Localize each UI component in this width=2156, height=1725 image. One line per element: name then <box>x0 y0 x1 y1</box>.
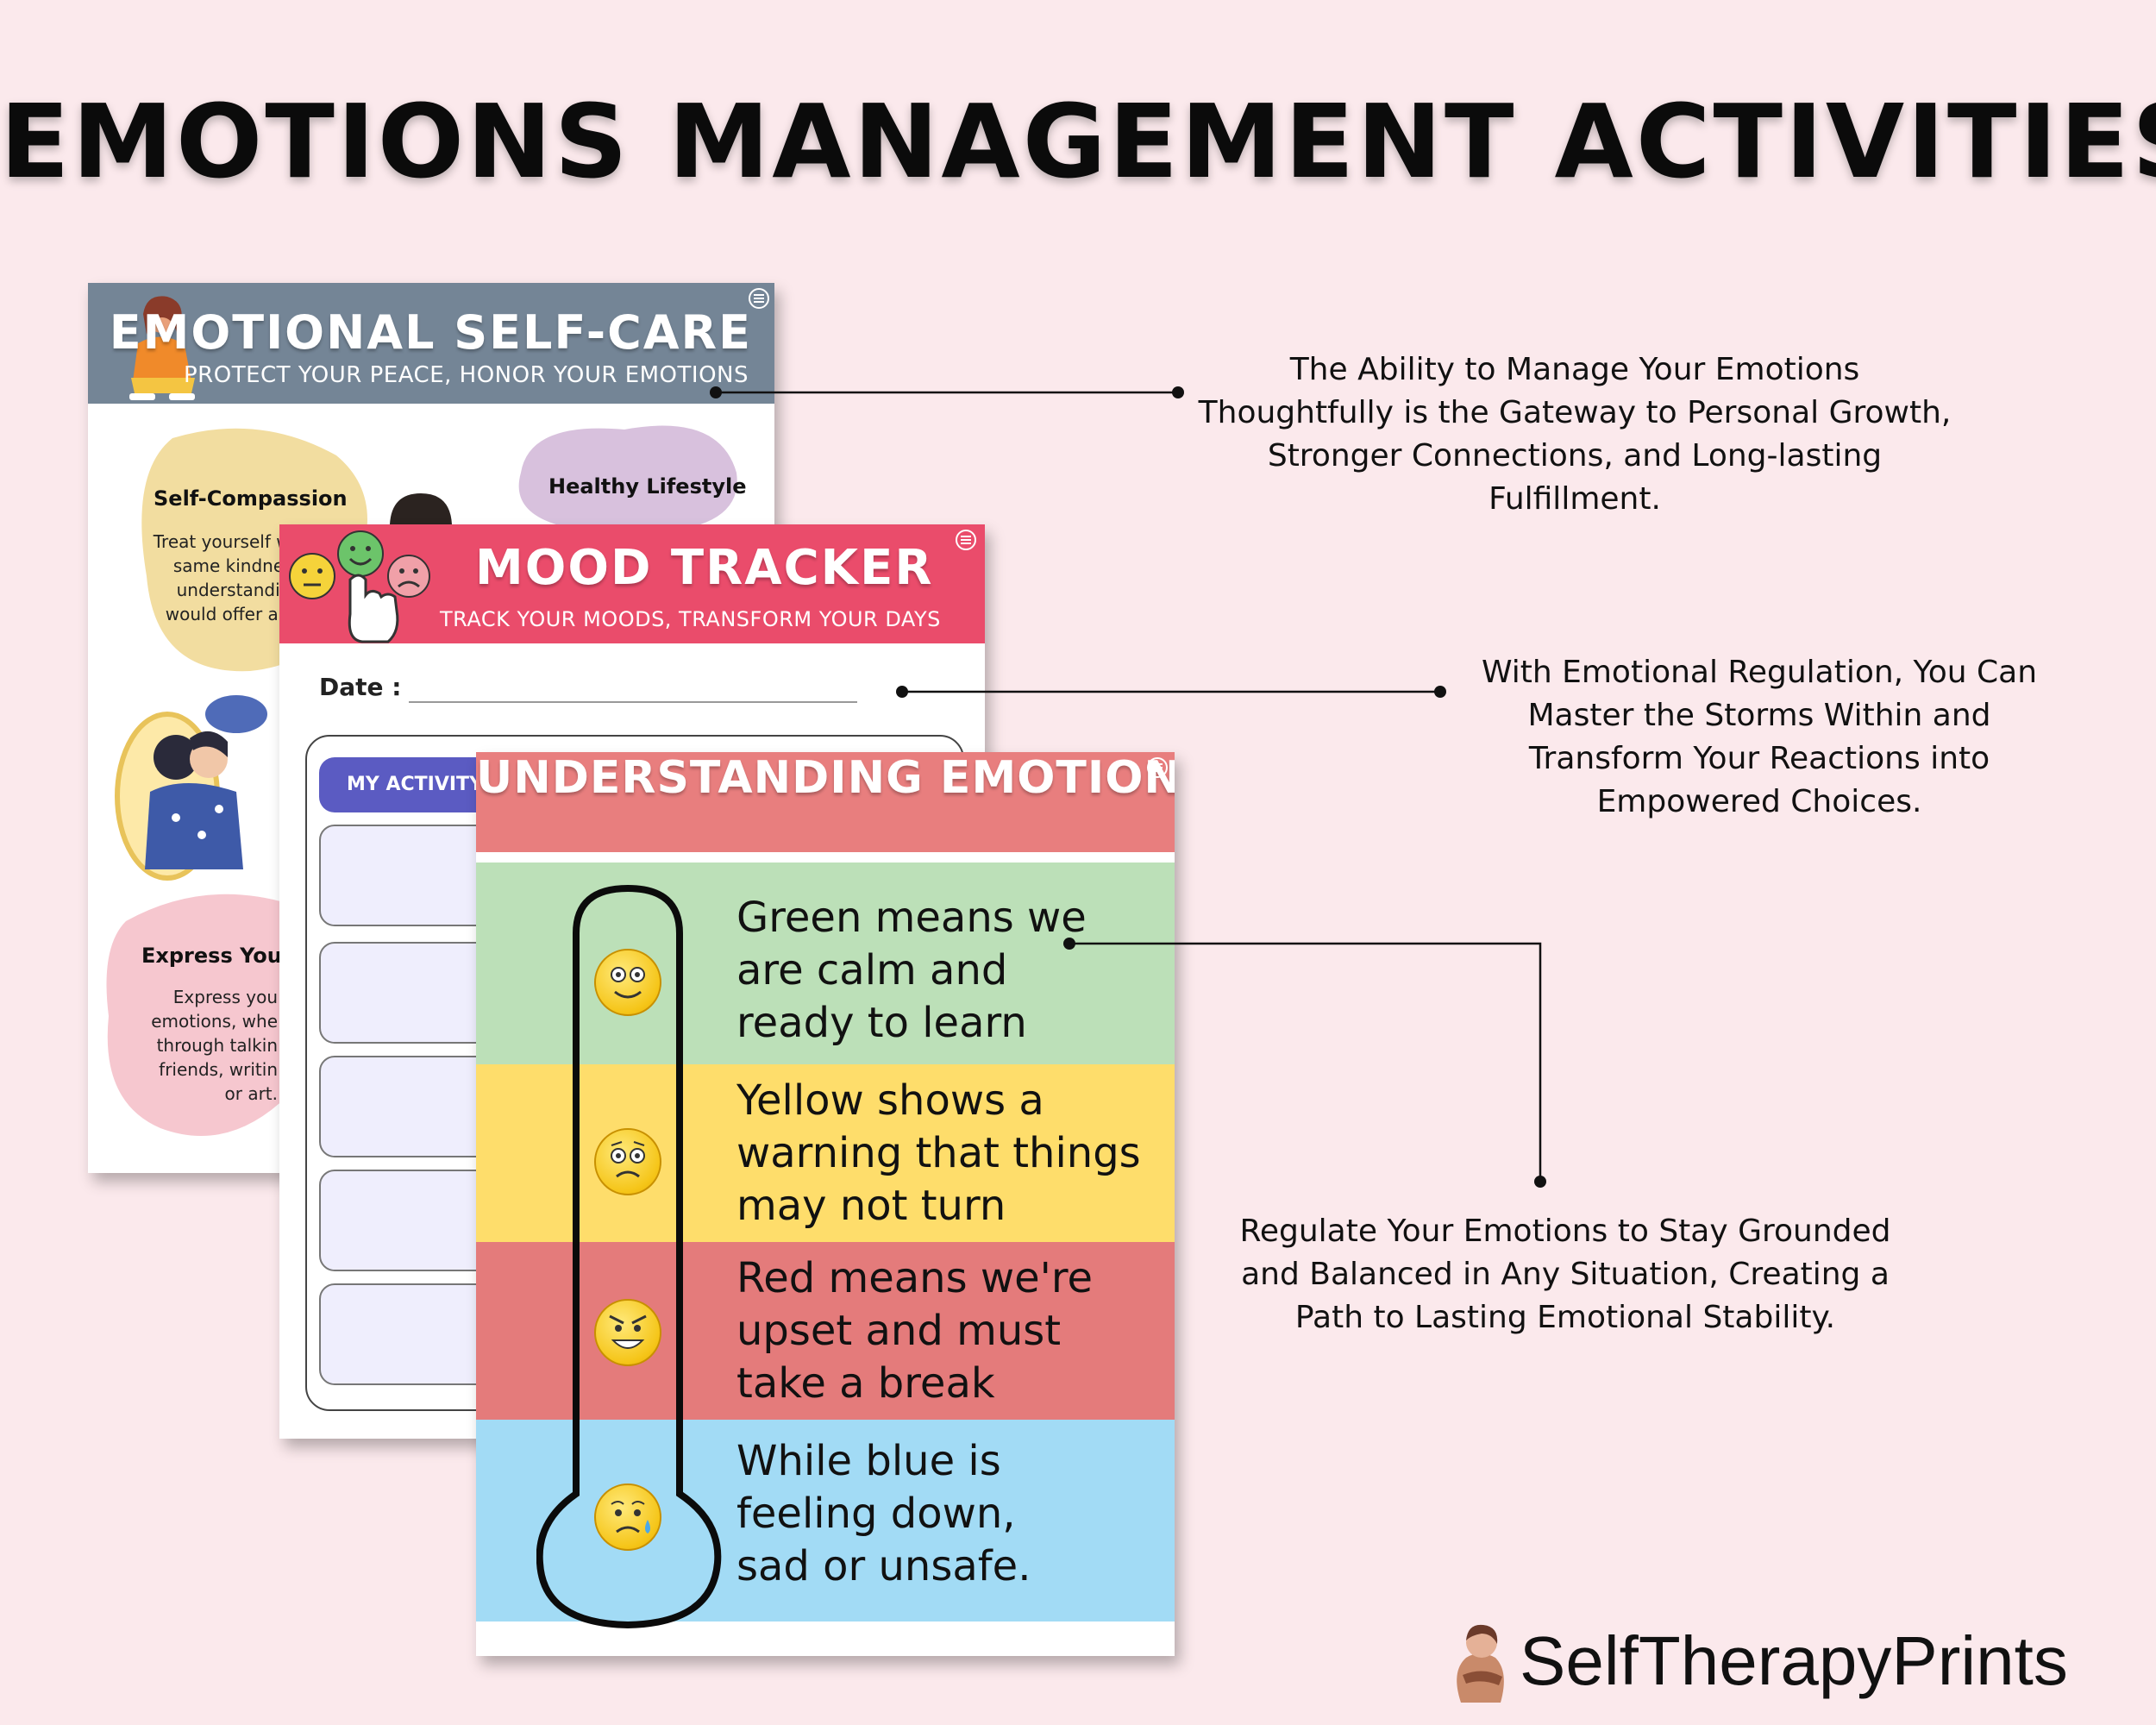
self-care-title: EMOTIONAL SELF-CARE <box>109 305 752 360</box>
hugging-girls-icon <box>115 695 267 881</box>
yellow-band <box>476 1064 1175 1242</box>
menu-badge-icon <box>749 288 769 309</box>
menu-badge-icon <box>956 530 976 550</box>
understanding-emotions-sheet: UNDERSTANDING EMOTIONS Green means we ar… <box>476 752 1175 1656</box>
thermometer-icon <box>536 884 722 1629</box>
page-title: EMOTIONS MANAGEMENT ACTIVITIES <box>0 82 2156 201</box>
angry-face-icon <box>594 1299 661 1366</box>
blue-band <box>476 1420 1175 1622</box>
callout-text-regulation: With Emotional Regulation, You Can Maste… <box>1481 655 2038 819</box>
self-care-header: EMOTIONAL SELF-CARE PROTECT YOUR PEACE, … <box>88 283 774 404</box>
sitting-girl-icon <box>129 296 195 400</box>
date-label: Date : <box>319 673 402 701</box>
express-yourself-text: Express you emotions, whe through talkin… <box>151 987 278 1104</box>
blue-band-text: While blue is feeling down, sad or unsaf… <box>736 1437 1031 1590</box>
self-compassion-title: Self-Compassion <box>154 486 348 511</box>
green-band-text: Green means we are calm and ready to lea… <box>736 894 1087 1047</box>
figure-hair-icon <box>390 493 452 524</box>
understanding-emotions-title: UNDERSTANDING EMOTIONS <box>476 752 1175 804</box>
person-hugging-icon <box>1457 1624 1504 1703</box>
understanding-emotions-header: UNDERSTANDING EMOTIONS <box>476 752 1175 852</box>
sad-face-icon <box>594 1484 661 1551</box>
menu-badge-icon <box>1147 757 1168 778</box>
healthy-lifestyle-blob <box>518 425 737 533</box>
date-line <box>409 701 857 703</box>
worried-face-icon <box>594 1128 661 1195</box>
callout-text-stability: Regulate Your Emotions to Stay Grounded … <box>1239 1214 1891 1335</box>
red-band-text: Red means we're upset and must take a br… <box>736 1254 1094 1408</box>
mood-tracker-subtitle: TRACK YOUR MOODS, TRANSFORM YOUR DAYS <box>440 607 941 631</box>
red-band <box>476 1242 1175 1420</box>
calm-face-icon <box>594 949 661 1016</box>
mood-tracker-title: MOOD TRACKER <box>475 540 934 596</box>
yellow-band-text: Yellow shows a warning that things may n… <box>736 1076 1141 1230</box>
healthy-lifestyle-title: Healthy Lifestyle <box>548 474 747 499</box>
callout-text-growth: The Ability to Manage Your Emotions Thou… <box>1198 352 1952 517</box>
mood-tracker-header: MOOD TRACKER TRACK YOUR MOODS, TRANSFORM… <box>279 524 985 643</box>
express-yourself-blob <box>106 894 307 1136</box>
express-yourself-title: Express Yours <box>141 944 304 968</box>
self-care-subtitle: PROTECT YOUR PEACE, HONOR YOUR EMOTIONS <box>184 362 749 388</box>
brand-name: SelfTherapyPrints <box>1520 1622 2068 1699</box>
mood-faces-icon <box>289 530 430 643</box>
